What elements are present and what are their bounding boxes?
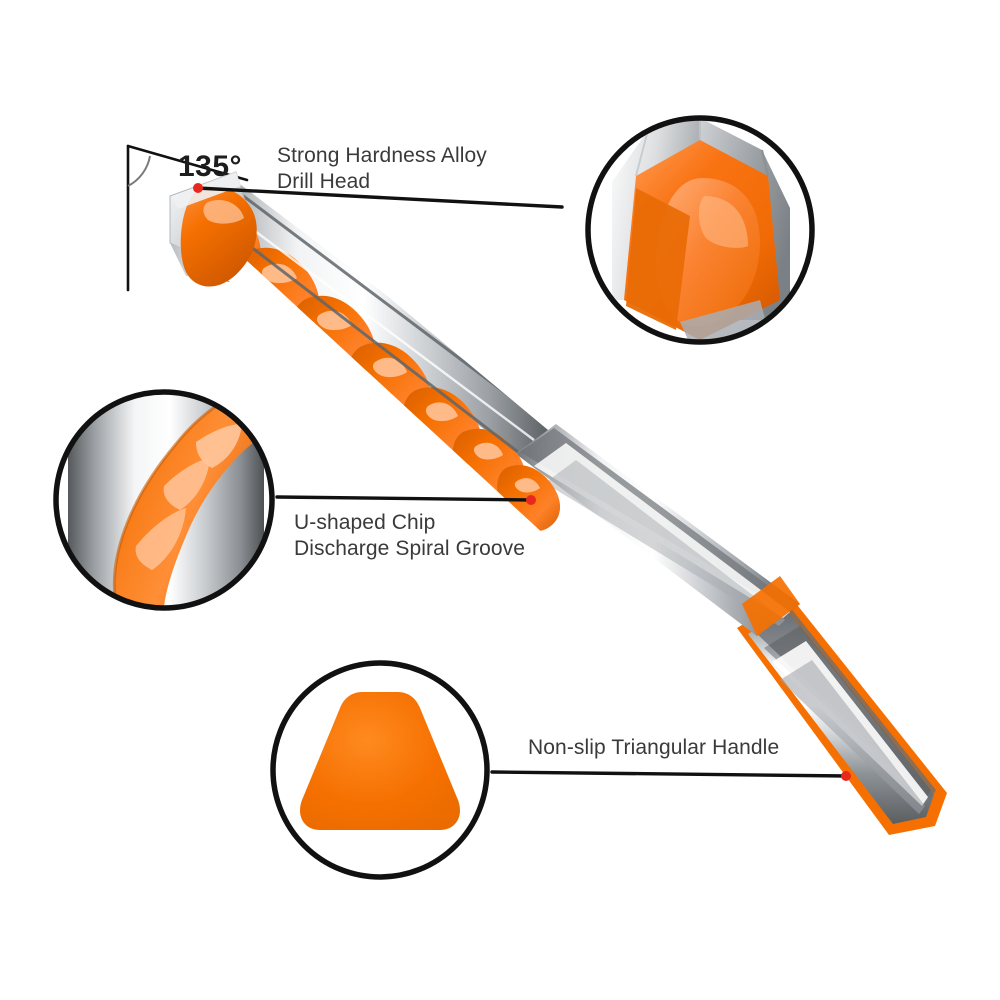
drill-midshaft — [516, 424, 800, 636]
angle-label: 135° — [178, 150, 243, 183]
callout-label-spiral-groove: U-shaped Chip Discharge Spiral Groove — [294, 511, 526, 561]
detail-circle-groove — [53, 389, 275, 611]
detail-circle-handle — [270, 660, 490, 880]
drill-tip-head — [169, 171, 257, 287]
drill-shank — [737, 596, 947, 835]
callout-label-drill-head: Strong Hardness Alloy Drill Head — [277, 144, 487, 194]
callout-label-triangular-handle: Non-slip Triangular Handle — [528, 736, 780, 759]
detail-circle-tip — [585, 115, 815, 345]
angle-indicator — [126, 144, 249, 292]
callout-leader-lines — [193, 183, 851, 781]
